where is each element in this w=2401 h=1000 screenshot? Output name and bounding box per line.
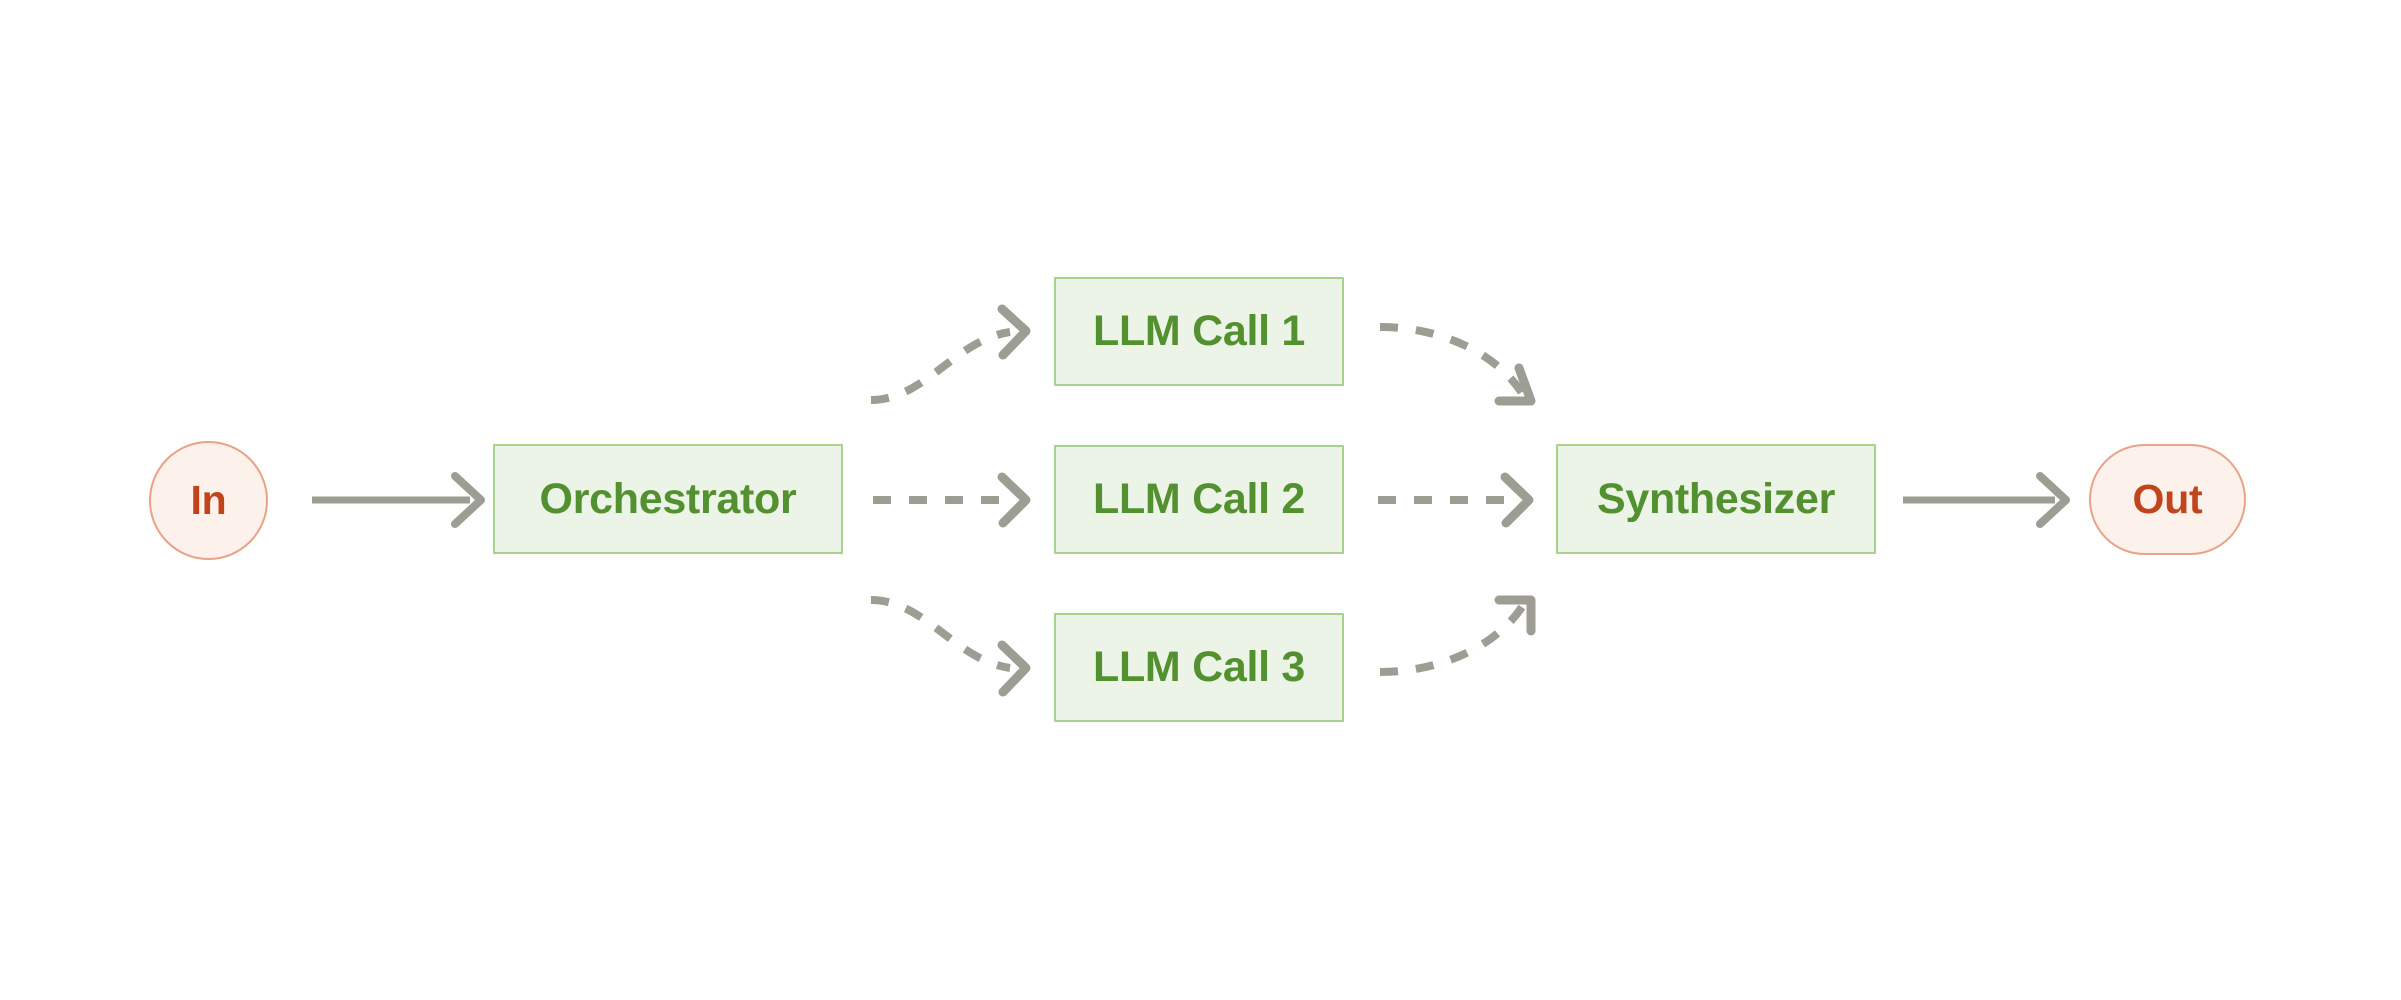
edge-synthesizer-to-out xyxy=(1903,472,2070,528)
node-orchestrator-label: Orchestrator xyxy=(539,474,797,523)
edge-in-to-orchestrator xyxy=(312,472,485,528)
node-llm-call-3-label: LLM Call 3 xyxy=(1092,643,1306,691)
edge-orchestrator-to-llm-call-2 xyxy=(873,472,1031,528)
node-out[interactable]: Out xyxy=(2089,444,2246,555)
node-synthesizer[interactable]: Synthesizer xyxy=(1556,444,1876,554)
node-orchestrator[interactable]: Orchestrator xyxy=(493,444,843,554)
edge-llm-call-3-to-synthesizer xyxy=(1379,595,1536,676)
node-llm-call-1[interactable]: LLM Call 1 xyxy=(1054,277,1344,386)
node-out-label: Out xyxy=(2132,476,2203,522)
node-llm-call-1-label: LLM Call 1 xyxy=(1092,307,1306,355)
edge-llm-call-2-to-synthesizer xyxy=(1378,472,1534,528)
edge-orchestrator-to-llm-call-3 xyxy=(870,596,1031,697)
node-in-label: In xyxy=(190,477,227,523)
edge-orchestrator-to-llm-call-1 xyxy=(870,304,1031,404)
node-synthesizer-label: Synthesizer xyxy=(1596,474,1836,523)
node-in[interactable]: In xyxy=(149,441,268,560)
node-llm-call-2-label: LLM Call 2 xyxy=(1092,475,1306,523)
edge-llm-call-1-to-synthesizer xyxy=(1379,323,1536,406)
node-llm-call-2[interactable]: LLM Call 2 xyxy=(1054,445,1344,554)
node-llm-call-3[interactable]: LLM Call 3 xyxy=(1054,613,1344,722)
